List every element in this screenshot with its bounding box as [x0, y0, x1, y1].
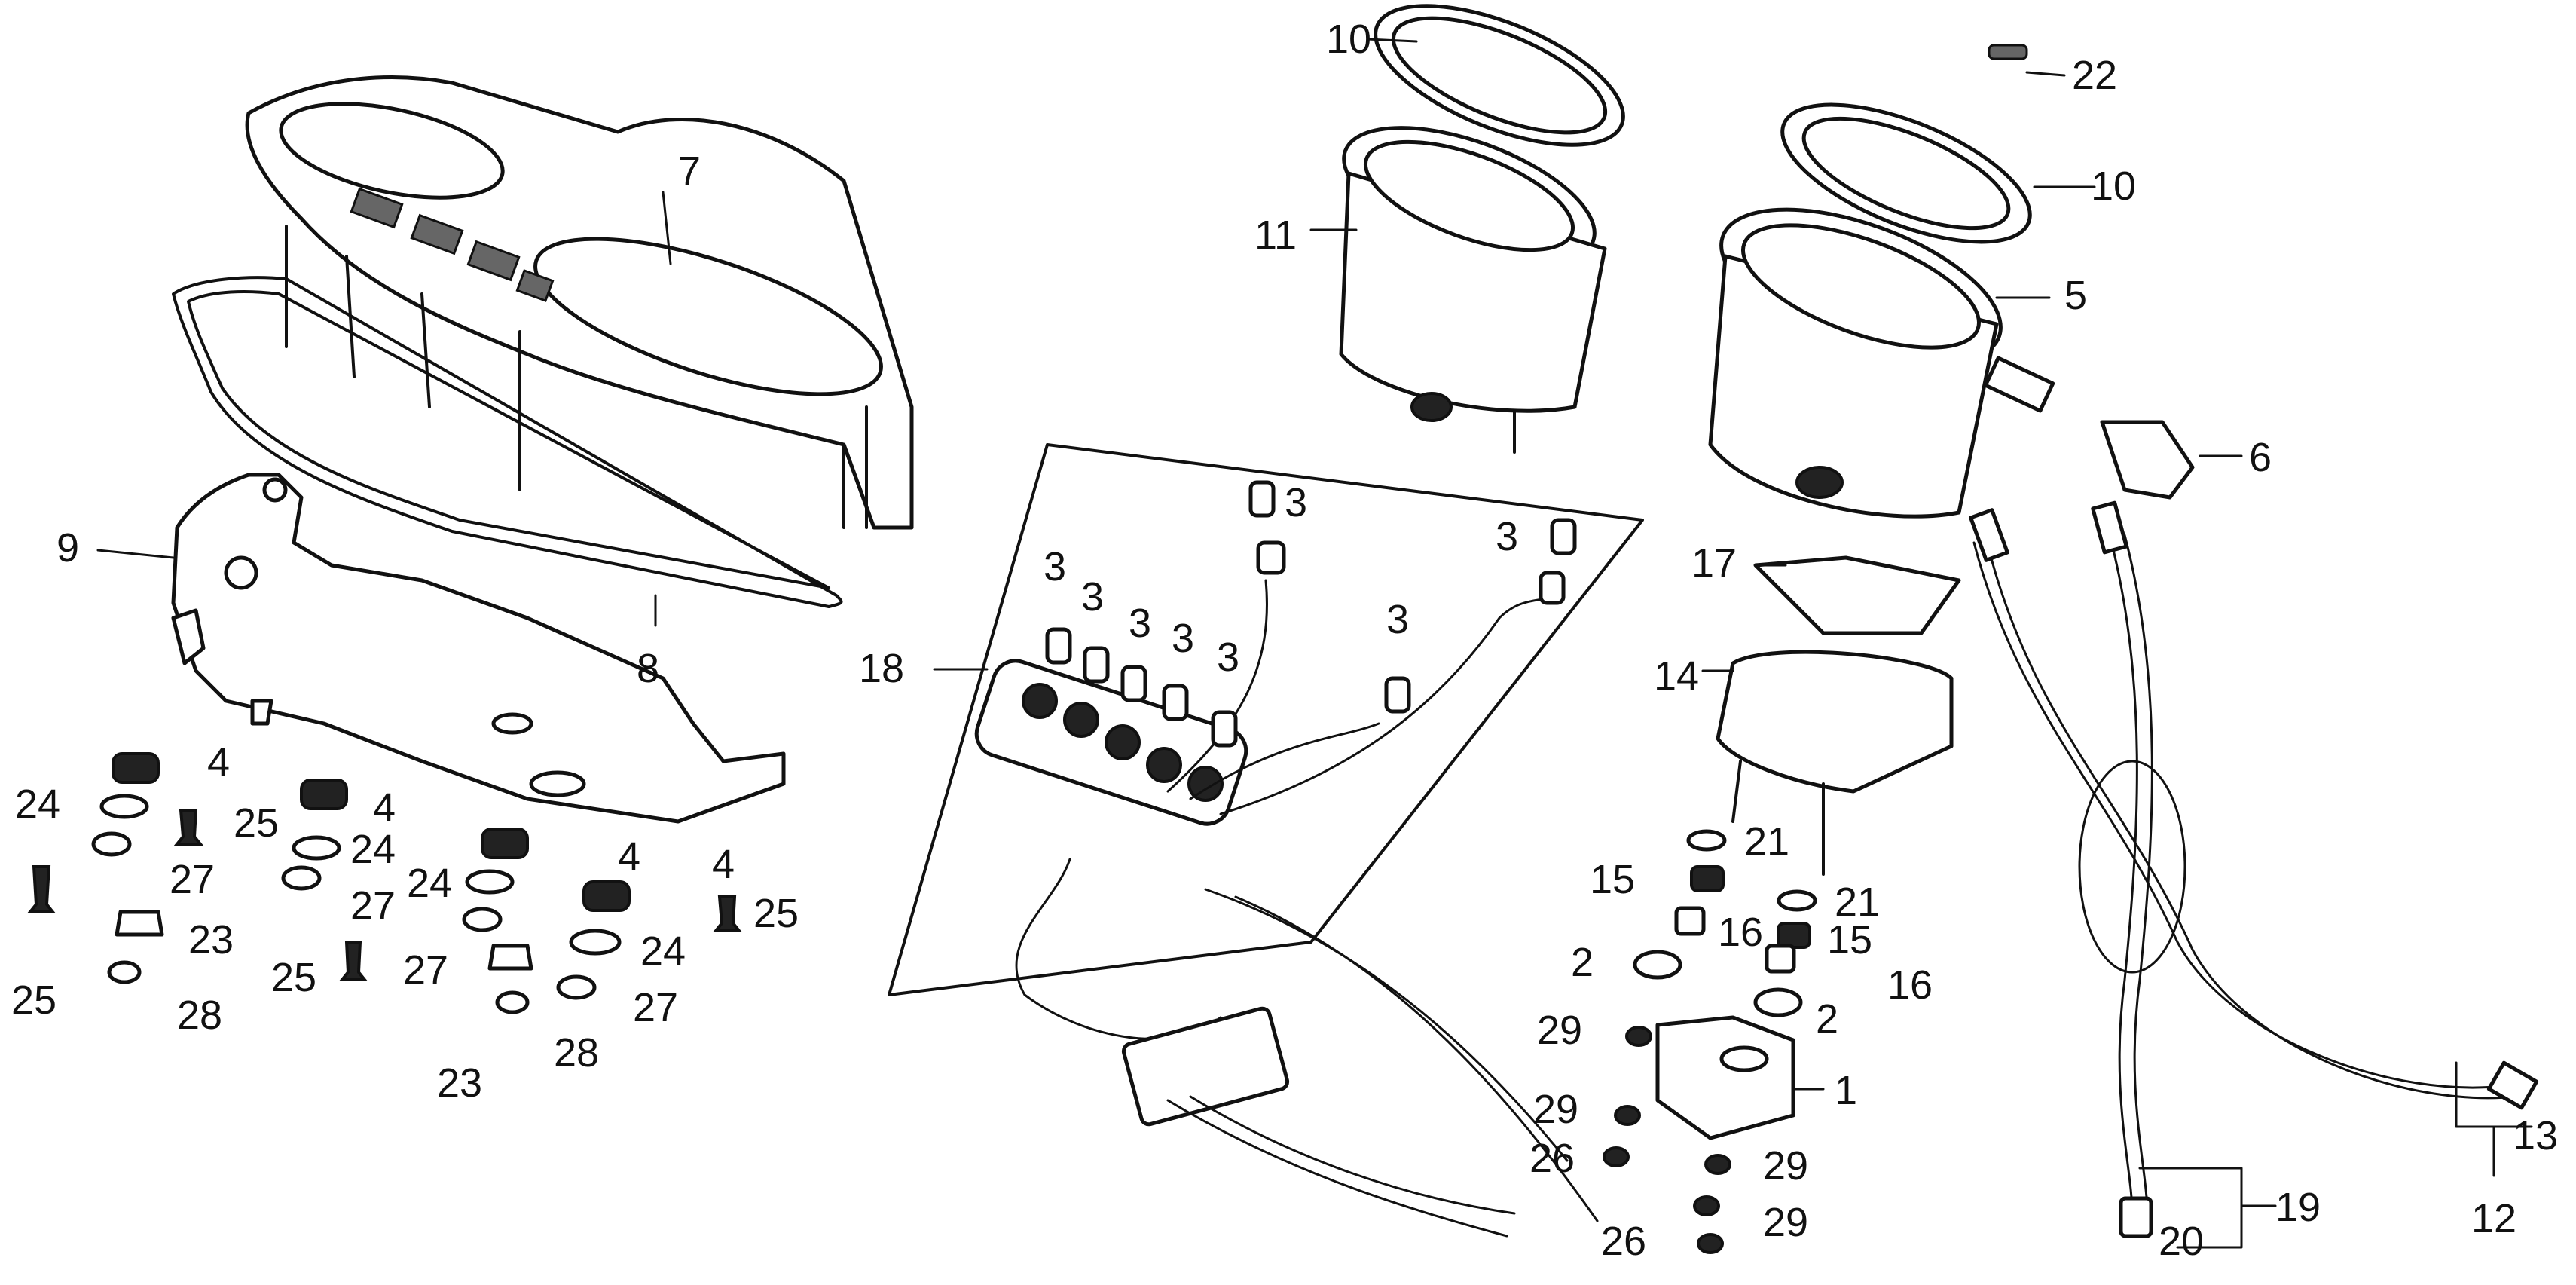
callout-c5: 5	[2064, 273, 2087, 318]
callout-c25d: 25	[271, 955, 316, 1000]
callout-c17: 17	[1691, 540, 1737, 586]
callout-c3b: 3	[1496, 514, 1518, 559]
callout-c11: 11	[1254, 213, 1297, 258]
hardware-left	[26, 752, 743, 1014]
bracket-part	[171, 473, 786, 824]
callout-c3h: 3	[1386, 597, 1409, 642]
gasket-part	[172, 276, 843, 608]
callout-c19: 19	[2275, 1185, 2321, 1230]
callout-c3e: 3	[1129, 601, 1151, 646]
callout-c4c: 4	[618, 834, 640, 880]
callout-c2b: 2	[1816, 996, 1838, 1042]
callout-c13: 13	[2513, 1113, 2558, 1158]
callout-c27c: 27	[403, 947, 448, 993]
callout-c25b: 25	[753, 891, 799, 936]
callout-c9: 9	[57, 525, 79, 571]
callout-c15a: 15	[1590, 857, 1635, 902]
callout-c21b: 21	[1835, 880, 1880, 925]
callout-c3a: 3	[1285, 480, 1307, 525]
callout-c15b: 15	[1827, 917, 1872, 962]
callout-c3f: 3	[1172, 616, 1194, 661]
callout-c23a: 23	[188, 917, 234, 962]
leader-lines	[96, 38, 2533, 1249]
callout-c10a: 10	[1326, 17, 1371, 62]
callout-c22: 22	[2072, 53, 2117, 98]
callout-c3d: 3	[1081, 574, 1104, 620]
callout-c7: 7	[678, 148, 701, 194]
callout-c4a: 4	[207, 740, 230, 785]
callout-c24a: 24	[15, 782, 60, 827]
callout-c4b: 4	[373, 785, 396, 831]
callout-c12: 12	[2471, 1196, 2516, 1241]
hardware-center	[1603, 829, 1817, 1254]
callout-c29b: 29	[1533, 1087, 1578, 1132]
callout-c27b: 27	[350, 883, 396, 929]
callout-c29a: 29	[1537, 1008, 1582, 1053]
callout-c18: 18	[859, 646, 904, 691]
callout-c2a: 2	[1571, 940, 1594, 985]
callout-c25a: 25	[234, 800, 279, 846]
callout-c25c: 25	[11, 978, 57, 1023]
callout-c8: 8	[637, 646, 659, 691]
callout-c6: 6	[2249, 435, 2272, 480]
callout-c29c: 29	[1763, 1143, 1808, 1189]
callout-c16b: 16	[1887, 962, 1933, 1008]
callout-c16a: 16	[1718, 910, 1763, 955]
callout-c14: 14	[1654, 653, 1699, 699]
callout-c21a: 21	[1744, 819, 1789, 864]
meter-case-part	[245, 75, 914, 530]
wiring-bracket-part	[1655, 1015, 1795, 1140]
callout-c3c: 3	[1044, 544, 1066, 589]
callout-c27d: 27	[633, 985, 678, 1030]
callout-c23b: 23	[437, 1060, 482, 1106]
harness-part	[888, 443, 1644, 1238]
callout-c29d: 29	[1763, 1200, 1808, 1245]
callout-c27a: 27	[170, 857, 215, 902]
callout-c26a: 26	[1529, 1136, 1575, 1181]
callout-c26b: 26	[1601, 1219, 1646, 1264]
callout-c24c: 24	[407, 861, 452, 906]
callout-c20: 20	[2159, 1219, 2204, 1264]
indicator-housing-part	[1716, 555, 1961, 876]
callout-c28a: 28	[177, 993, 222, 1038]
callout-c1: 1	[1835, 1068, 1857, 1113]
callout-c10b: 10	[2091, 164, 2136, 209]
callout-c4d: 4	[712, 842, 735, 887]
callout-c28b: 28	[554, 1030, 599, 1075]
callout-c24b: 24	[350, 827, 396, 872]
cables-part	[1969, 500, 2539, 1238]
callout-c3g: 3	[1217, 635, 1239, 680]
tachometer-part	[1339, 4, 1625, 454]
speedometer-part	[1708, 44, 2195, 519]
callout-c24d: 24	[640, 929, 686, 974]
